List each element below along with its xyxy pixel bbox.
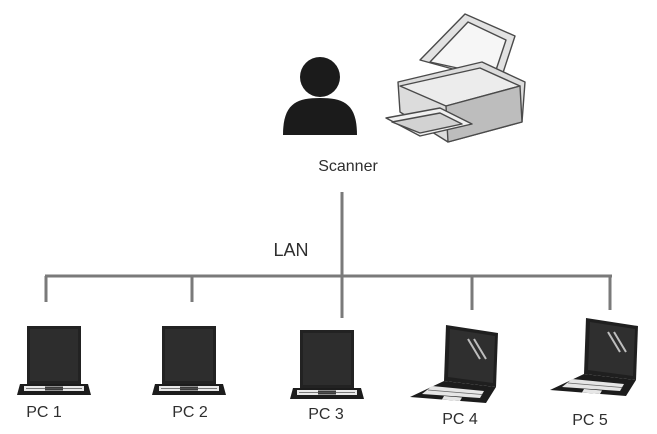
pc2-label: PC 2 [172,404,208,421]
pc1-label: PC 1 [26,404,62,421]
pc5-laptop-icon [549,317,639,397]
pc2-laptop-icon [151,325,227,396]
lan-lines [44,192,612,318]
lan-label: LAN [273,240,309,260]
pc4-label: PC 4 [442,411,478,428]
user-icon [283,57,357,135]
pc3-label: PC 3 [308,406,344,423]
pc5-label: PC 5 [572,412,608,429]
pc4-laptop-icon [409,324,499,404]
pc3-laptop-icon [289,329,365,400]
scanner-label: Scanner [318,158,378,175]
scanner-icon [385,13,526,143]
pc1-laptop-icon [16,325,92,396]
